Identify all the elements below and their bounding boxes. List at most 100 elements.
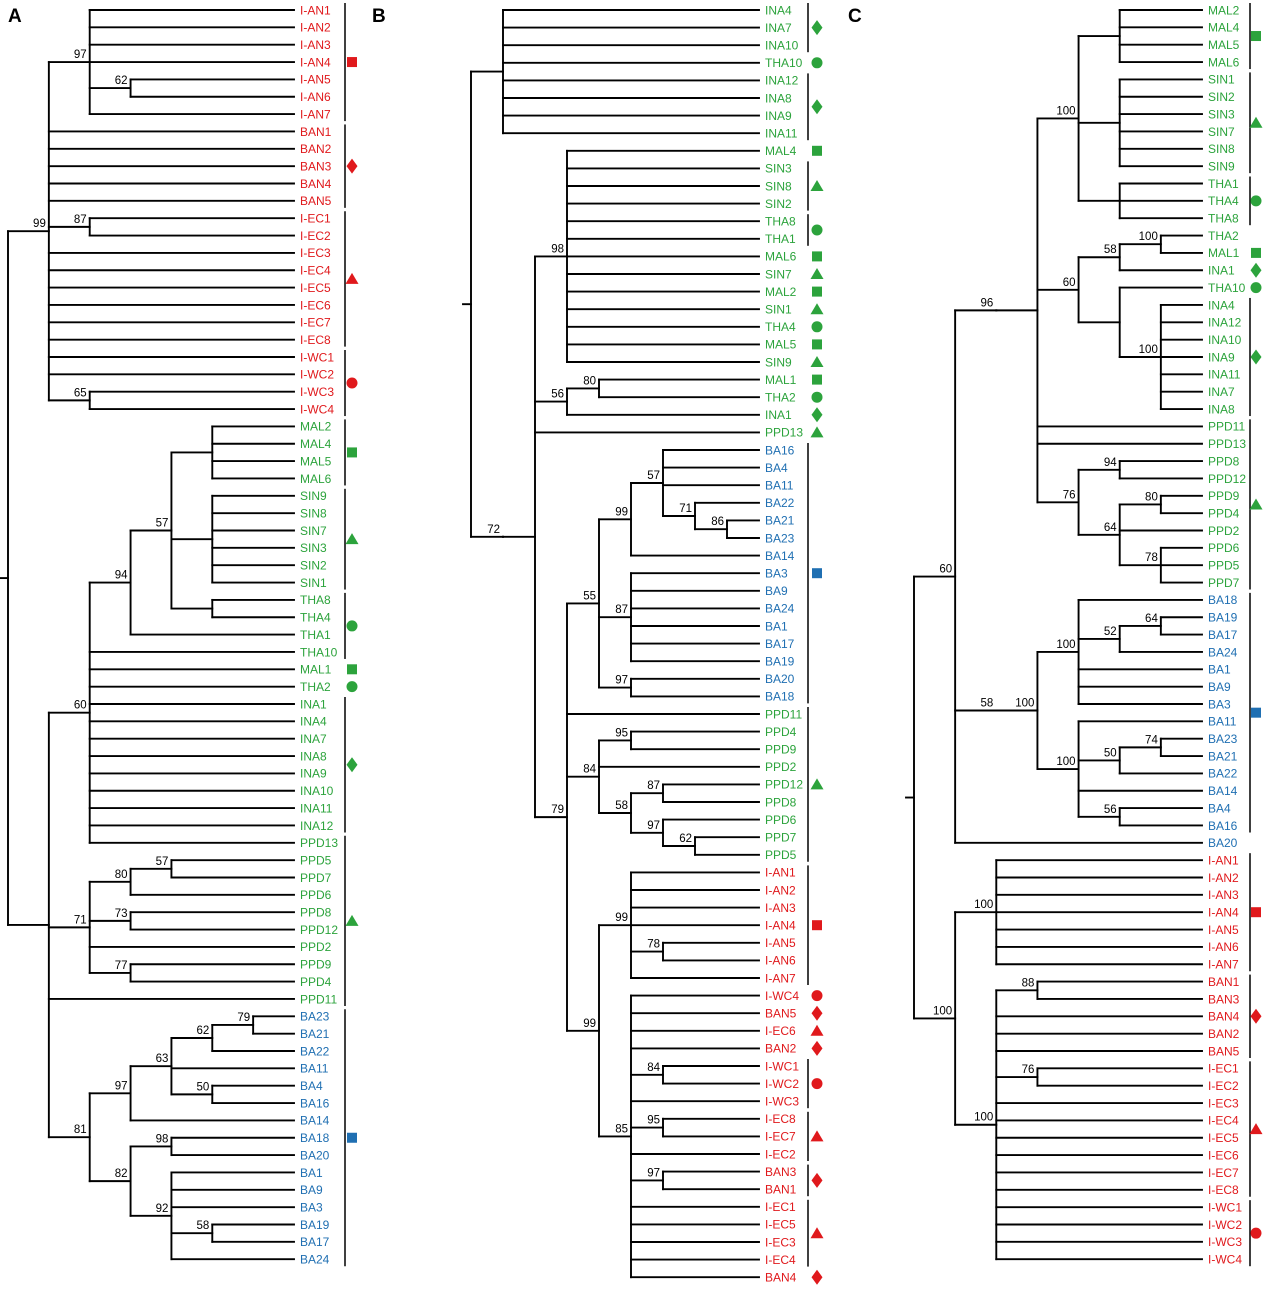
bootstrap-value: 94	[1104, 457, 1117, 469]
tip-label-ba17: BA17	[765, 637, 795, 651]
triangle-symbol-icon	[810, 1130, 824, 1142]
tip-label-tha8: THA8	[300, 593, 331, 607]
tip-label-sin2: SIN2	[1208, 90, 1235, 104]
bootstrap-value: 64	[1104, 522, 1117, 534]
circle-symbol-icon	[811, 321, 823, 333]
tip-label-tha10: THA10	[1208, 281, 1246, 295]
tip-label-ina4: INA4	[1208, 298, 1235, 312]
tip-label-tha1: THA1	[765, 232, 796, 246]
tip-label-i-wc3: I-WC3	[300, 385, 334, 399]
tip-label-ppd9: PPD9	[765, 743, 797, 757]
bootstrap-value: 82	[115, 1168, 128, 1180]
tip-label-sin1: SIN1	[1208, 73, 1235, 87]
tip-label-ppd7: PPD7	[300, 871, 332, 885]
tip-label-i-ec8: I-EC8	[300, 333, 331, 347]
tip-label-ina4: INA4	[765, 3, 792, 17]
tip-label-ppd13: PPD13	[765, 426, 803, 440]
tip-label-ba24: BA24	[300, 1253, 330, 1267]
tip-label-ba18: BA18	[300, 1131, 330, 1145]
tip-label-ban2: BAN2	[765, 1042, 797, 1056]
bootstrap-value: 99	[615, 506, 628, 518]
bootstrap-value: 97	[647, 1167, 660, 1179]
tip-label-ba21: BA21	[1208, 749, 1238, 763]
square-symbol-icon	[812, 286, 822, 297]
tip-label-ba19: BA19	[765, 655, 795, 669]
bootstrap-value: 62	[679, 833, 692, 845]
bootstrap-value: 99	[33, 218, 46, 230]
bootstrap-value: 96	[980, 297, 993, 309]
tip-label-ba18: BA18	[1208, 593, 1238, 607]
bootstrap-value: 100	[1056, 639, 1075, 651]
tip-label-ba3: BA3	[300, 1200, 323, 1214]
circle-symbol-icon	[811, 1078, 823, 1090]
tip-label-ina8: INA8	[765, 91, 792, 105]
tip-label-i-ec2: I-EC2	[765, 1147, 796, 1161]
tip-label-i-ec5: I-EC5	[300, 281, 331, 295]
square-symbol-icon	[347, 447, 357, 458]
circle-symbol-icon	[1250, 1227, 1262, 1239]
tip-label-i-an4: I-AN4	[1208, 906, 1239, 920]
circle-symbol-icon	[811, 391, 823, 403]
tip-label-i-ec5: I-EC5	[1208, 1131, 1239, 1145]
tip-label-sin7: SIN7	[765, 267, 792, 281]
tip-label-i-an2: I-AN2	[300, 21, 331, 35]
bootstrap-value: 63	[156, 1053, 169, 1065]
tip-label-ba16: BA16	[1208, 819, 1238, 833]
bootstrap-value: 87	[74, 214, 87, 226]
tip-label-i-an6: I-AN6	[1208, 940, 1239, 954]
tip-label-mal6: MAL6	[765, 250, 797, 264]
tip-label-ba21: BA21	[300, 1027, 330, 1041]
bootstrap-value: 78	[647, 939, 660, 951]
diamond-symbol-icon	[1250, 349, 1262, 365]
tip-label-ban1: BAN1	[1208, 975, 1240, 989]
bootstrap-value: 64	[1145, 613, 1158, 625]
tip-label-ban5: BAN5	[765, 1007, 797, 1021]
tip-label-ppd5: PPD5	[765, 848, 797, 862]
square-symbol-icon	[347, 57, 357, 68]
tip-label-ina8: INA8	[300, 749, 327, 763]
tip-label-i-wc1: I-WC1	[300, 350, 334, 364]
tip-label-ban5: BAN5	[1208, 1044, 1240, 1058]
tip-label-tha4: THA4	[1208, 194, 1239, 208]
triangle-symbol-icon	[1249, 1123, 1263, 1135]
tip-label-ppd6: PPD6	[300, 888, 332, 902]
tip-label-i-an1: I-AN1	[765, 866, 796, 880]
tip-label-i-wc2: I-WC2	[300, 368, 334, 382]
tip-label-ina12: INA12	[300, 819, 334, 833]
tip-label-ba22: BA22	[1208, 767, 1238, 781]
tip-label-sin8: SIN8	[765, 179, 792, 193]
triangle-symbol-icon	[810, 356, 824, 367]
square-symbol-icon	[812, 568, 822, 579]
bootstrap-value: 58	[980, 698, 993, 710]
triangle-symbol-icon	[1249, 498, 1263, 510]
square-symbol-icon	[812, 374, 822, 385]
tip-label-ba24: BA24	[765, 602, 795, 616]
tip-label-ina1: INA1	[1208, 264, 1235, 278]
diamond-symbol-icon	[811, 1040, 823, 1056]
tip-label-i-ec2: I-EC2	[1208, 1079, 1239, 1093]
tip-label-tha1: THA1	[1208, 177, 1239, 191]
diamond-symbol-icon	[811, 1005, 823, 1021]
tip-label-ba22: BA22	[765, 496, 795, 510]
bootstrap-value: 94	[115, 570, 128, 582]
circle-symbol-icon	[811, 990, 823, 1002]
square-symbol-icon	[1251, 247, 1261, 258]
tip-label-mal5: MAL5	[1208, 38, 1240, 52]
circle-symbol-icon	[1250, 195, 1262, 207]
tip-label-ba23: BA23	[765, 531, 795, 545]
bootstrap-value: 87	[647, 780, 660, 792]
tip-label-i-wc3: I-WC3	[765, 1095, 799, 1109]
tip-label-ba9: BA9	[1208, 680, 1231, 694]
tip-label-ppd12: PPD12	[300, 923, 338, 937]
tip-label-i-an7: I-AN7	[300, 107, 331, 121]
panel-letter-a: A	[8, 6, 22, 27]
tip-label-i-an2: I-AN2	[765, 883, 796, 897]
tip-label-ppd4: PPD4	[765, 725, 797, 739]
tip-label-ppd8: PPD8	[1208, 454, 1240, 468]
diamond-symbol-icon	[811, 99, 823, 115]
tip-label-sin2: SIN2	[765, 197, 792, 211]
bootstrap-value: 98	[156, 1133, 169, 1145]
square-symbol-icon	[1251, 907, 1261, 918]
tip-label-i-an3: I-AN3	[1208, 888, 1239, 902]
bootstrap-value: 56	[551, 389, 564, 401]
